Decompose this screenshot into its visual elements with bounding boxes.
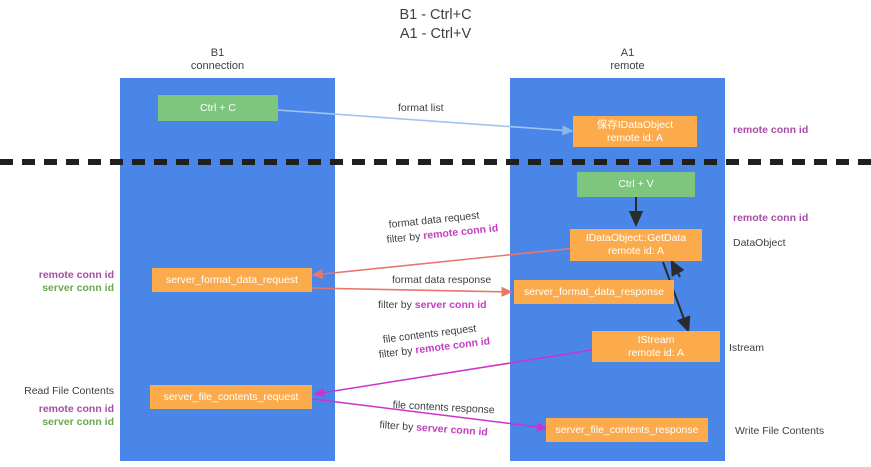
filter-by-prefix-2: filter by <box>378 299 415 311</box>
edge-label-file-contents-response: file contents response <box>392 398 495 417</box>
annotation-left-server-conn-id-1: server conn id <box>42 282 114 294</box>
node-ctrl-c-label: Ctrl + C <box>200 101 236 114</box>
node-server-format-data-response[interactable]: server_format_data_response <box>514 280 674 304</box>
filter-by-prefix-1: filter by <box>386 230 424 246</box>
annotation-istream: Istream <box>729 342 765 354</box>
node-server-file-contents-response-label: server_file_contents_response <box>555 423 699 436</box>
node-getdata-subtitle: remote id: A <box>607 245 665 257</box>
node-server-file-contents-request-label: server_file_contents_request <box>163 390 299 403</box>
node-save-idataobject-title: 保存IDataObject <box>596 118 674 131</box>
annotation-left-remote-conn-id-2: remote conn id <box>38 403 114 415</box>
node-ctrl-v-label: Ctrl + V <box>618 178 654 190</box>
annotation-data-object: DataObject <box>733 237 786 249</box>
filter-by-prefix-3: filter by <box>378 344 417 361</box>
edge-format-data-response <box>310 286 513 297</box>
node-istream-title: IStream <box>637 333 675 346</box>
node-ctrl-c[interactable]: Ctrl + C <box>158 95 278 121</box>
edge-label-format-list: format list <box>398 102 444 114</box>
node-server-file-contents-request[interactable]: server_file_contents_request <box>150 385 312 409</box>
edge-label-filter-by-server-conn-id-2: filter by server conn id <box>379 418 488 441</box>
annotation-write-file-contents: Write File Contents <box>735 425 825 437</box>
node-server-format-data-request-label: server_format_data_request <box>166 273 298 286</box>
node-idataobject-getdata[interactable]: IDataObject::GetData remote id: A <box>570 229 702 261</box>
node-server-format-data-response-label: server_format_data_response <box>523 285 665 298</box>
filter-key-server-conn-id-2: server conn id <box>415 421 489 439</box>
filter-key-server-conn-id-1: server conn id <box>414 299 487 311</box>
lane-header-a1: A1 remote <box>610 47 645 72</box>
node-save-idataobject[interactable]: 保存IDataObject remote id: A <box>573 116 697 147</box>
node-server-file-contents-response[interactable]: server_file_contents_response <box>546 418 708 442</box>
lane-header-b1: B1 connection <box>190 47 245 72</box>
node-save-idataobject-subtitle: remote id: A <box>606 131 664 144</box>
node-server-format-data-request[interactable]: server_format_data_request <box>152 268 312 292</box>
edge-label-filter-by-server-conn-id-1: filter by server conn id <box>378 298 487 313</box>
annotation-remote-conn-id-mid: remote conn id <box>733 212 809 224</box>
node-ctrl-v[interactable]: Ctrl + V <box>577 172 695 197</box>
annotation-read-file-contents: Read File Contents <box>24 385 114 397</box>
annotation-left-server-conn-id-2: server conn id <box>42 416 114 428</box>
annotation-remote-conn-id-top: remote conn id <box>733 124 809 136</box>
edge-label-format-data-response: format data response <box>392 274 492 286</box>
node-istream[interactable]: IStream remote id: A <box>592 331 720 362</box>
annotation-left-remote-conn-id-1: remote conn id <box>38 269 114 281</box>
node-getdata-title: IDataObject::GetData <box>585 232 687 244</box>
page-title: B1 - Ctrl+C A1 - Ctrl+V <box>399 7 472 42</box>
node-istream-subtitle: remote id: A <box>627 346 685 359</box>
filter-by-prefix-4: filter by <box>379 418 417 434</box>
